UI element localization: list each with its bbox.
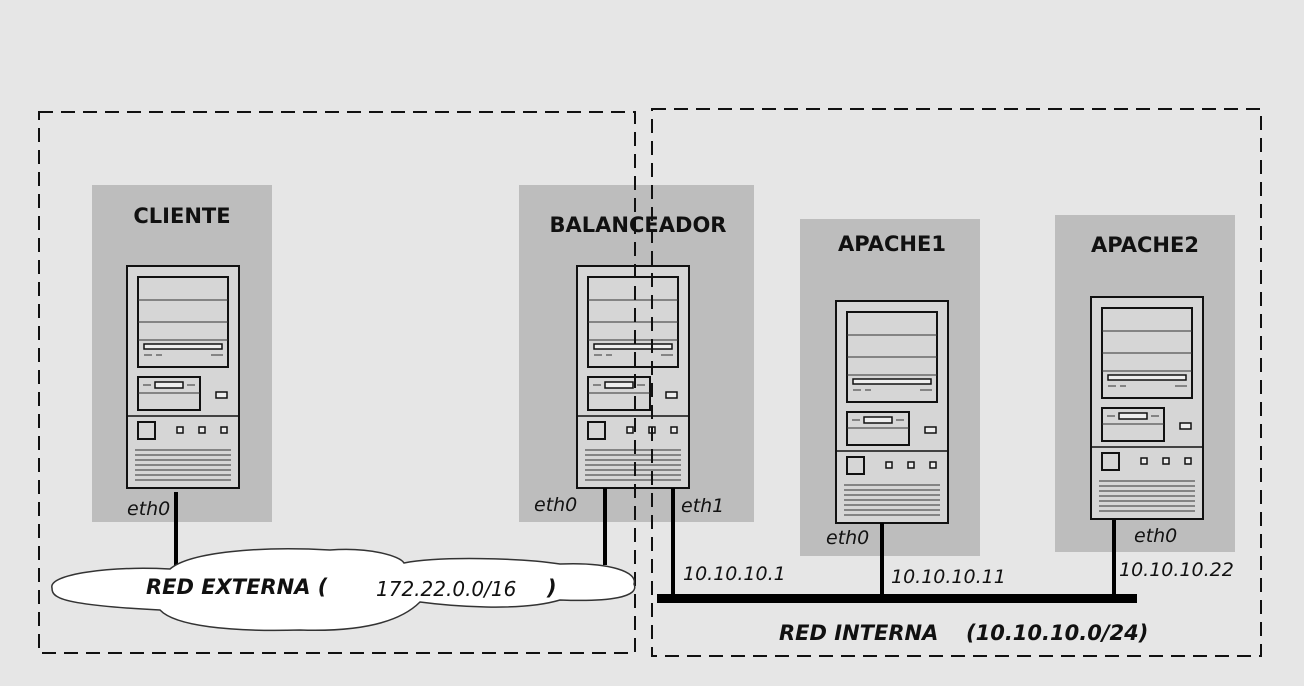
cliente-server-icon [126, 265, 240, 489]
apache1-server-icon [835, 300, 949, 524]
apache1-title: APACHE1 [838, 232, 946, 256]
external-network-cloud [51, 548, 636, 632]
external-network-label: RED EXTERNA ( [146, 575, 328, 599]
internal-network-subnet: (10.10.10.0/24) [966, 621, 1148, 645]
internal-network-label: RED INTERNA [779, 621, 938, 645]
balanceador-eth0-label: eth0 [534, 494, 577, 516]
apache2-title: APACHE2 [1091, 233, 1199, 257]
balanceador-eth1-label: eth1 [681, 495, 724, 517]
cliente-title: CLIENTE [133, 204, 230, 228]
apache2-ip: 10.10.10.22 [1119, 559, 1234, 581]
apache2-server-icon [1090, 296, 1204, 520]
internal-zone-boundary [651, 108, 1262, 657]
apache1-eth0-label: eth0 [826, 527, 869, 549]
external-zone-boundary [38, 111, 636, 654]
apache2-eth0-label: eth0 [1134, 525, 1177, 547]
external-network-close-paren: ) [546, 576, 557, 600]
balanceador-eth1-ip: 10.10.10.1 [683, 563, 786, 585]
external-network-subnet: 172.22.0.0/16 [376, 577, 516, 601]
balanceador-title: BALANCEADOR [550, 213, 727, 237]
balanceador-server-icon [576, 265, 690, 489]
apache1-ip: 10.10.10.11 [891, 566, 1006, 588]
internal-network-bus [657, 594, 1137, 603]
cliente-eth0-label: eth0 [127, 498, 170, 520]
